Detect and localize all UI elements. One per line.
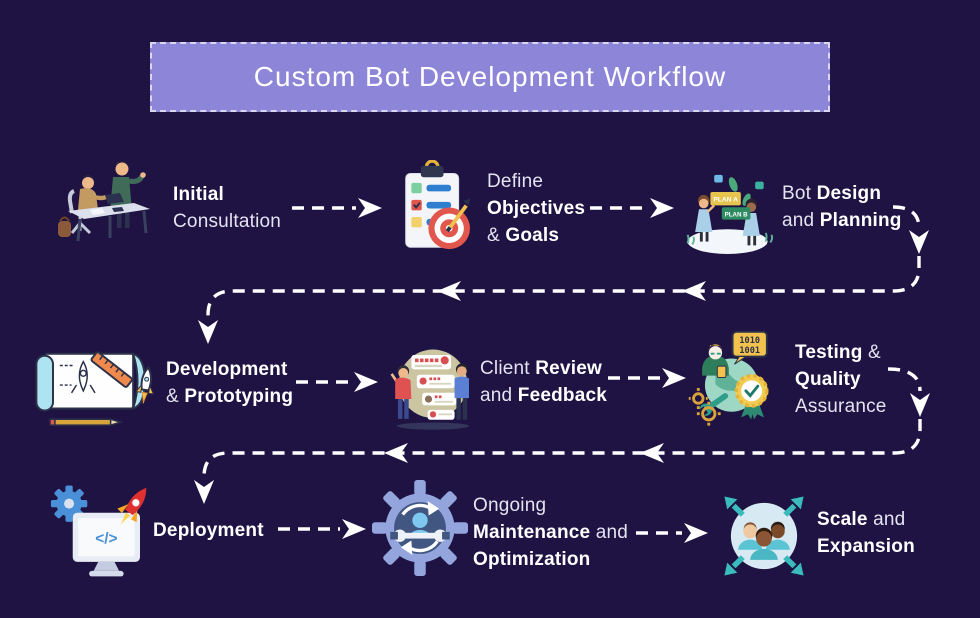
arrowhead-right: [662, 368, 686, 388]
connector-row2-down: [887, 367, 922, 392]
arrowhead-right: [342, 519, 366, 539]
consultation-meeting-icon: [58, 161, 150, 242]
arrowhead-left: [640, 443, 664, 463]
step-label: Development& Prototyping: [166, 359, 294, 407]
arrowhead-left: [437, 281, 461, 301]
arrowhead-right: [354, 372, 378, 392]
code-symbol-label: </>: [95, 531, 117, 548]
blueprint-rocket-icon: [35, 351, 155, 427]
arrowhead-left: [384, 443, 408, 463]
connector-row2-to-row3: [202, 419, 922, 478]
connector-row1-to-row2: [206, 256, 921, 318]
plan-comparison-icon: PLAN A PLAN B: [686, 174, 774, 254]
qa-globe-badge-icon: 1010 1001: [688, 330, 769, 426]
page-title: Custom Bot Development Workflow: [253, 61, 727, 92]
binary-bubble-line2: 1001: [739, 346, 760, 356]
arrowhead-down: [909, 230, 929, 254]
arrowhead-right: [358, 198, 382, 218]
scale-expansion-icon: [724, 496, 804, 576]
step-label: Deployment: [153, 520, 264, 541]
plan-b-label: PLAN B: [725, 211, 749, 218]
title-banner: Custom Bot Development Workflow: [150, 42, 830, 112]
arrowhead-right: [650, 198, 674, 218]
arrowhead-left: [682, 281, 706, 301]
arrowhead-right: [684, 523, 708, 543]
step-deployment: </> Deployment: [45, 480, 280, 590]
step-development-prototyping: Development& Prototyping: [32, 338, 312, 433]
arrowhead-down: [910, 393, 930, 417]
clipboard-target-icon: [405, 160, 470, 250]
arrowhead-down: [198, 320, 218, 344]
plan-a-label: PLAN A: [713, 197, 738, 204]
maintenance-gear-icon: [372, 480, 468, 576]
binary-bubble-line1: 1010: [739, 336, 760, 346]
customer-reviews-icon: [390, 349, 469, 430]
connector-row1-down: [892, 205, 921, 229]
arrowhead-down: [194, 480, 214, 504]
deployment-monitor-rocket-icon: </>: [50, 485, 147, 577]
